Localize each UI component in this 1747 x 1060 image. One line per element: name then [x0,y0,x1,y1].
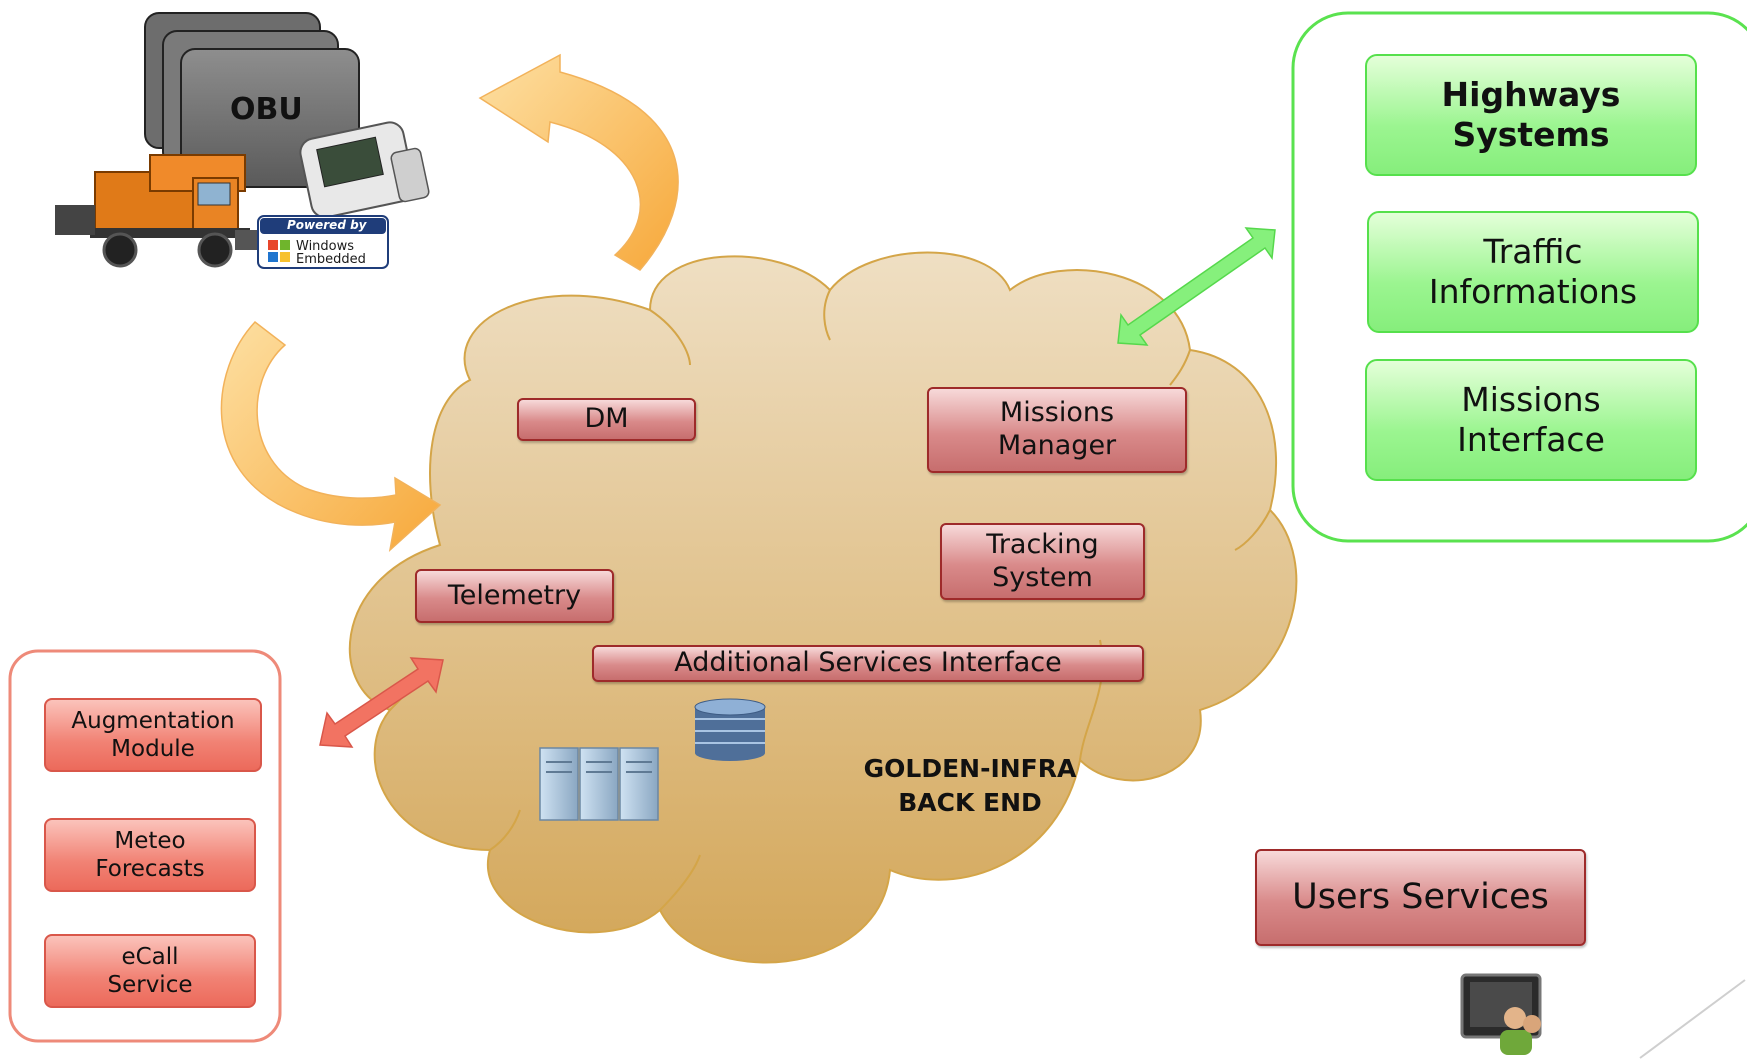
red-double-arrow [319,657,444,748]
orange-arrow-left [220,320,442,553]
users-services-label: Users Services [1292,877,1549,918]
obu-label: OBU [230,92,303,127]
dm-module-label: DM [584,403,629,435]
telemetry-label: Telemetry [447,579,582,611]
windows-badge-line3: Embedded [296,252,366,267]
additional-services-interface-module: Additional Services Interface [592,645,1144,682]
device-icon [299,121,430,219]
dm-module: DM [517,398,696,441]
corner-decoration-line [1639,979,1746,1059]
additional-services-interface-label: Additional Services Interface [674,647,1062,679]
windows-badge-title: Powered by [287,218,367,232]
orange-arrow-top [478,53,679,271]
users-monitor-icon [1460,973,1542,1055]
green-double-arrow [1117,227,1276,346]
windows-badge-line2: Windows [296,239,355,254]
telemetry-module: Telemetry [415,569,614,623]
server-rack-icon [539,747,659,821]
database-icon [694,698,766,761]
windows-logo-icon [257,215,389,269]
truck-icon [55,154,265,268]
obu-stack [144,12,360,188]
users-services-box: Users Services [1255,849,1586,946]
